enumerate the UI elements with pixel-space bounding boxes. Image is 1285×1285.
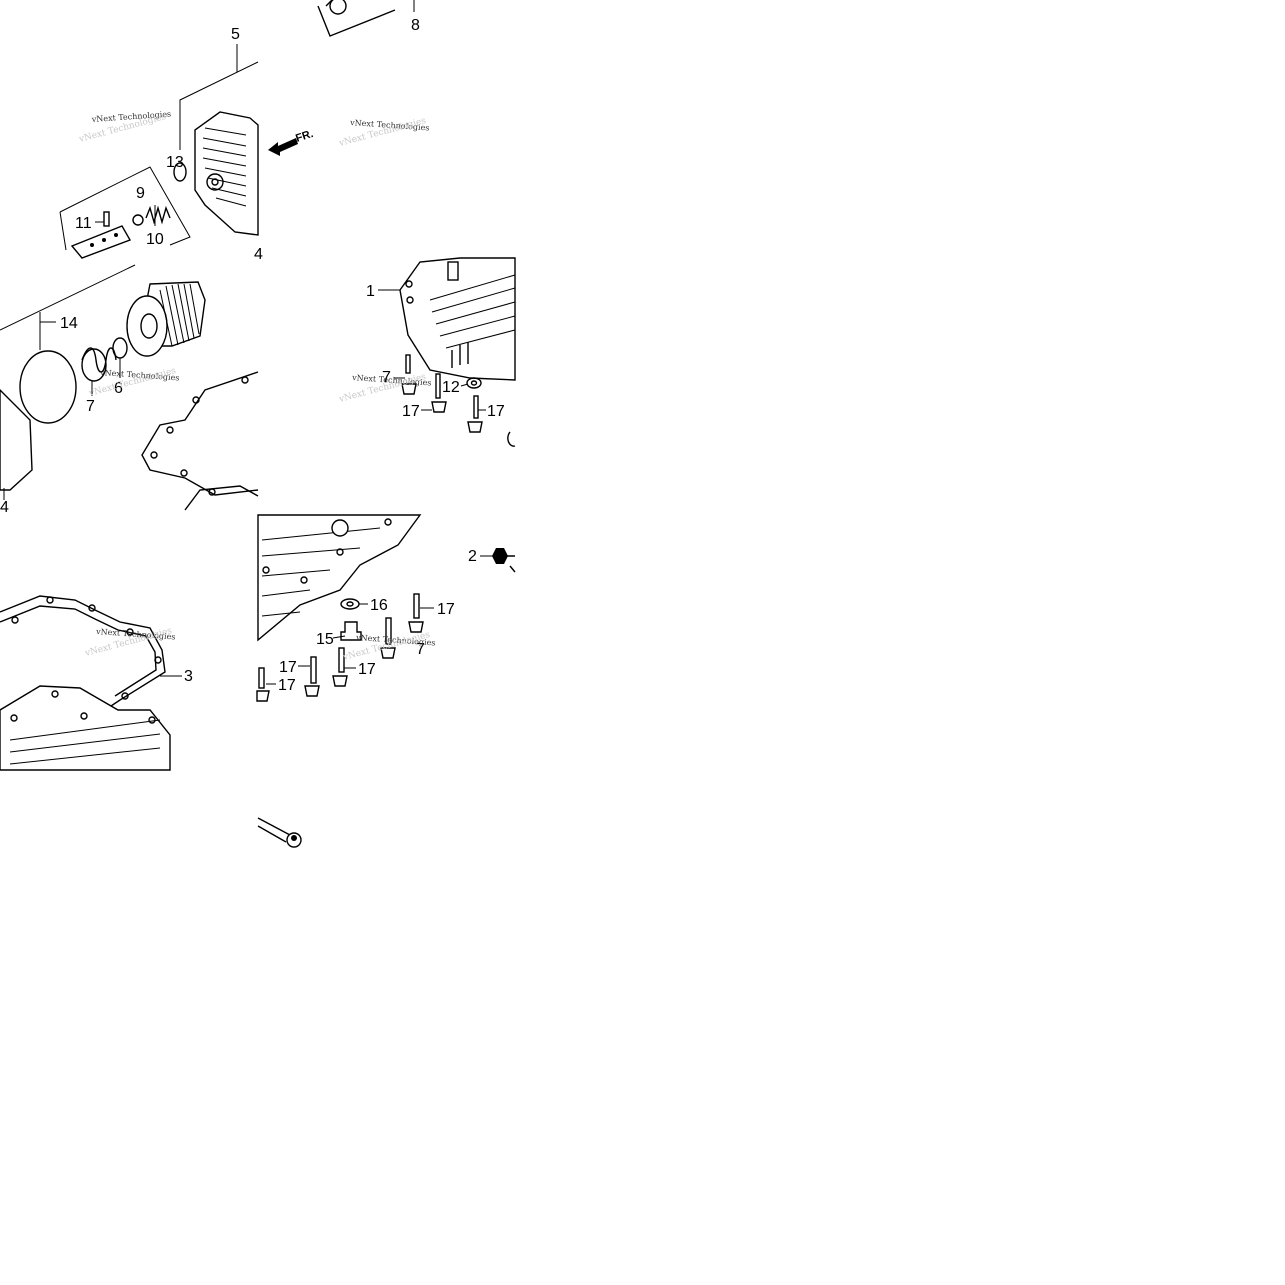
bolts-17-lower	[256, 593, 424, 702]
callout-7-filter: 7	[86, 398, 95, 415]
callout-4-bottom: 4	[0, 499, 9, 516]
tile-oil-pan-bottom: 2 16 17 15 7 17 17 17 vNext Technologies…	[256, 514, 516, 848]
callout-17-a: 17	[402, 403, 420, 420]
callout-11: 11	[75, 215, 92, 232]
callout-16: 16	[370, 597, 388, 614]
callout-5: 5	[231, 26, 240, 43]
bolts-17-upper	[401, 354, 483, 433]
callout-7-pan: 7	[382, 369, 391, 386]
callout-1: 1	[366, 283, 375, 300]
callout-8: 8	[411, 17, 420, 34]
callout-4-top: 4	[254, 246, 263, 263]
callout-13: 13	[166, 154, 184, 171]
callout-17-b: 17	[487, 403, 505, 420]
callout-14: 14	[60, 315, 78, 332]
callout-9: 9	[136, 185, 145, 202]
front-arrow-label: FR.	[294, 128, 315, 145]
callout-12: 12	[442, 379, 460, 396]
tile-gasket-lower: 3 vNext Technologies vNext Technologies	[0, 595, 193, 771]
callout-17-f: 17	[278, 677, 296, 694]
tile-filter-housing: FR. 5 8 13 9 11 10 4 vNext Technologies …	[59, 0, 430, 263]
callout-6: 6	[114, 380, 123, 397]
tile-oil-pan-corner: 1 7 12 17 17 vNext Technologies vNext Te…	[337, 257, 516, 447]
callout-2: 2	[468, 548, 477, 565]
tile-oil-filter: 14 6 7 4 vNext Technologies vNext Techno…	[0, 264, 259, 516]
callout-7-lower: 7	[416, 641, 425, 658]
callout-15: 15	[316, 631, 334, 648]
callout-17-d: 17	[279, 659, 297, 676]
callout-3: 3	[184, 668, 193, 685]
callout-10: 10	[146, 231, 164, 248]
callout-17-c: 17	[437, 601, 455, 618]
callout-17-e: 17	[358, 661, 376, 678]
